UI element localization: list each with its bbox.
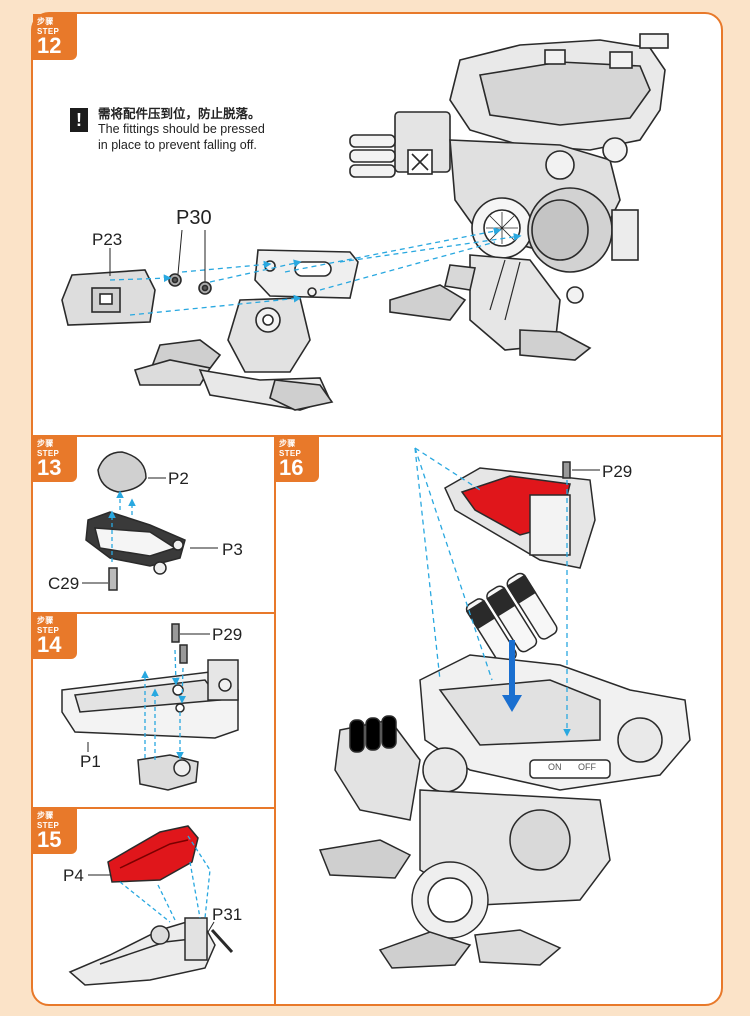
step-label: 步骤 STEP [37,616,60,635]
part-label-p31: P31 [212,905,243,924]
divider-vertical [274,435,276,1004]
note-english-line2: in place to prevent falling off. [98,138,257,152]
divider-step12 [33,435,721,437]
step-badge-15: 步骤 STEP 15 [33,808,77,854]
part-label-p1: P1 [80,752,101,771]
step-badge-13: 步骤 STEP 13 [33,436,77,482]
step12-guide-lines [109,227,522,316]
note-english-line1: The fittings should be pressed [98,122,265,136]
part-label-p2: P2 [168,469,189,488]
step-badge-16: 步骤 STEP 16 [275,436,319,482]
step-badge-12: 步骤 STEP 12 [33,14,77,60]
step15-drawing [68,825,234,986]
divider-step14 [33,807,276,809]
step-badge-14: 步骤 STEP 14 [33,613,77,659]
step16-drawing [318,461,691,969]
switch-off-label: OFF [578,762,596,772]
step14-drawing [61,623,239,791]
step-number: 13 [37,455,62,480]
step-number: 14 [37,632,62,657]
part-label-p30: P30 [176,207,212,229]
step-label: 步骤 STEP [37,17,60,36]
step-number: 12 [37,33,62,58]
step12-robot-drawing [61,33,669,411]
warning-icon: ! [70,108,88,132]
divider-step13 [33,612,276,614]
step-number: 16 [279,455,304,480]
part-label-p29-step16: P29 [602,462,633,481]
part-label-p3: P3 [222,540,243,559]
switch-on-label: ON [548,762,562,772]
part-label-p4: P4 [63,866,84,885]
note-english: The fittings should be pressed in place … [98,121,265,153]
step-label: 步骤 STEP [279,439,302,458]
note-chinese: 需将配件压到位，防止脱落。 [98,106,261,121]
part-label-p23: P23 [92,230,123,249]
step-number: 15 [37,827,62,852]
step13-drawing [85,451,186,591]
step-label: 步骤 STEP [37,811,60,830]
part-label-p29-step14: P29 [212,625,243,644]
step-label: 步骤 STEP [37,439,60,458]
part-label-c29: C29 [48,574,80,593]
